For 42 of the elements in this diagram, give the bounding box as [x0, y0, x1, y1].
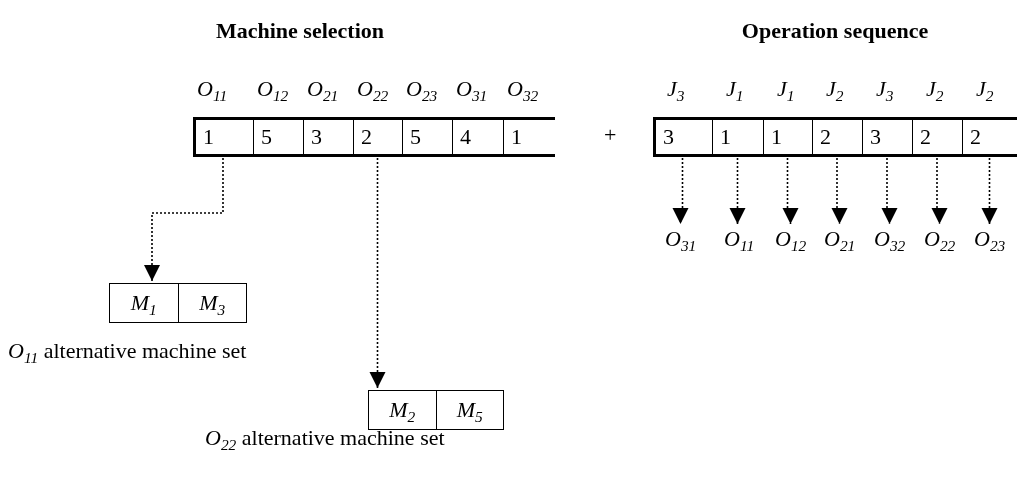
arrow [729, 157, 746, 225]
machine-cell-text: M$_{2}$ [388, 396, 417, 427]
machine-set-box [368, 390, 504, 430]
machine-cell: M$_{3}$ [177, 284, 246, 322]
arrow [981, 157, 998, 225]
arrow [369, 157, 386, 389]
machine-set-label: O$_{11}$ alternative machine set [8, 338, 247, 364]
gene-label: O$_{32}$ [507, 76, 539, 102]
plus-sign: + [604, 122, 617, 148]
gene-label: J$_{2}$ [976, 76, 994, 102]
gene-label: O$_{31}$ [456, 76, 488, 102]
operation-label: O$_{23}$ [974, 226, 1006, 252]
heading: Operation sequence [741, 18, 929, 44]
gene-cell: 1 [503, 120, 555, 154]
arrow [144, 157, 224, 282]
arrow [782, 157, 799, 225]
operation-label: O$_{21}$ [824, 226, 856, 252]
gene-label: O$_{23}$ [406, 76, 438, 102]
heading: Machine selection [216, 18, 384, 44]
gene-label: J$_{2}$ [826, 76, 844, 102]
machine-cell: M$_{5}$ [435, 391, 503, 429]
gene-label: O$_{21}$ [307, 76, 339, 102]
machine-set-box [109, 283, 247, 323]
gene-cell: 2 [962, 120, 1017, 154]
gene-label: J$_{1}$ [777, 76, 795, 102]
machine-cell-text: M$_{1}$ [129, 289, 158, 320]
arrow [831, 157, 848, 225]
gene-label: O$_{22}$ [357, 76, 389, 102]
operation-label: O$_{11}$ [724, 226, 755, 252]
gene-label: J$_{3}$ [876, 76, 894, 102]
gene-label: J$_{2}$ [926, 76, 944, 102]
operation-label: O$_{31}$ [665, 226, 697, 252]
gene-label: J$_{3}$ [667, 76, 685, 102]
arrow [672, 157, 689, 225]
operation-label: O$_{22}$ [924, 226, 956, 252]
arrow [931, 157, 948, 225]
arrow [881, 157, 898, 225]
operation-label: O$_{12}$ [775, 226, 807, 252]
gene-label: J$_{1}$ [726, 76, 744, 102]
gene-label: O$_{11}$ [197, 76, 228, 102]
operation-label: O$_{32}$ [874, 226, 906, 252]
gene-label: O$_{12}$ [257, 76, 289, 102]
